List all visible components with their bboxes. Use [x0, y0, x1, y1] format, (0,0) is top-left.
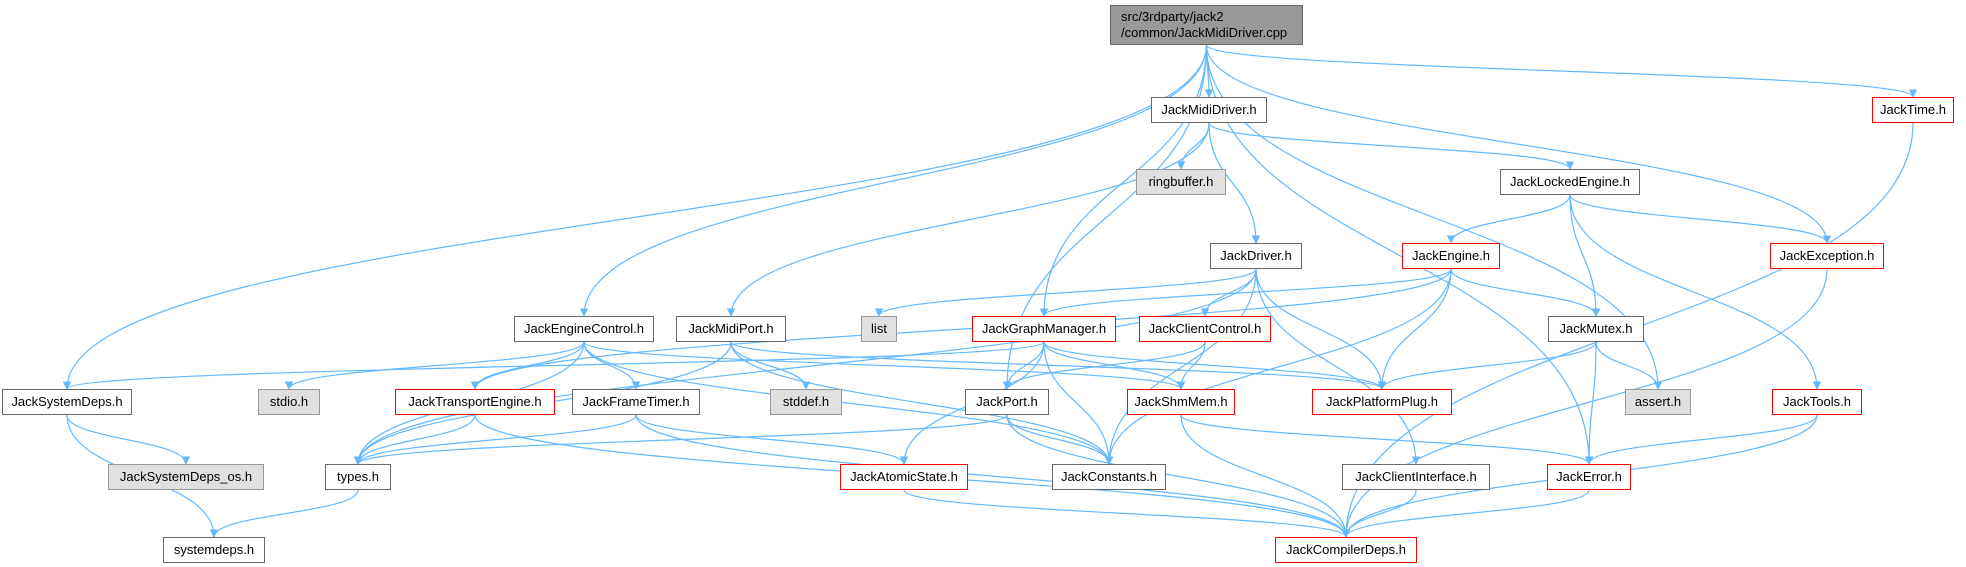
node-jackerror-h[interactable]: JackError.h [1547, 464, 1631, 490]
edge-jackengine-to-jackplatformplug [1377, 268, 1452, 390]
edge-jackmutex-to-assert [1595, 341, 1663, 390]
node-stdio-h[interactable]: stdio.h [258, 389, 320, 415]
edge-jackframetimer-to-jackcompilerdeps [635, 414, 1351, 538]
edge-jackdriver-to-jackplatformplug [1255, 268, 1387, 390]
node-jackcompilerdeps-h[interactable]: JackCompilerDeps.h [1275, 537, 1417, 563]
edge-jackenginecontrol-to-stdio [284, 341, 585, 390]
edge-jackframetimer-to-jackatomicstate [635, 414, 909, 465]
node-jackport-h[interactable]: JackPort.h [965, 389, 1049, 415]
edge-jackport-to-jackcompilerdeps [1006, 414, 1351, 538]
node-jacklockedengine-h[interactable]: JackLockedEngine.h [1500, 169, 1640, 195]
edge-jackmidiport-to-jackplatformplug [730, 341, 1386, 390]
edge-jackatomicstate-to-jackcompilerdeps [903, 489, 1351, 538]
node-jackengine-h[interactable]: JackEngine.h [1402, 243, 1500, 269]
edge-jackdriver-to-types [353, 268, 1257, 465]
edge-jackmididriver-to-jacklockedengine [1208, 122, 1575, 170]
edge-root-to-jackenginecontrol [579, 44, 1208, 317]
edge-jackdriver-to-jackconstants [1104, 268, 1257, 465]
edge-root-to-jackerror [1205, 44, 1594, 465]
edge-root-to-jackexception [1205, 44, 1832, 244]
root-file-node: src/3rdparty/jack2 /common/JackMidiDrive… [1110, 5, 1303, 45]
edge-jackmididriver-to-jackdriver [1208, 122, 1261, 244]
root-file-path-line2: /common/JackMidiDriver.cpp [1121, 25, 1288, 40]
edge-jackshmmem-to-jackcompilerdeps [1180, 414, 1351, 538]
edge-jackmidiport-to-stddef [730, 341, 811, 390]
edge-jackclientcontrol-to-jackshmmem [1176, 341, 1206, 390]
edge-jackmididriver-to-ringbuffer [1176, 122, 1210, 170]
node-jacktime-h[interactable]: JackTime.h [1872, 97, 1954, 123]
edge-jackenginecontrol-to-jackshmmem [583, 341, 1186, 390]
edge-jackmidiport-to-jackconstants [730, 341, 1114, 465]
node-types-h[interactable]: types.h [325, 464, 391, 490]
edge-jackgraphmanager-to-jackshmmem [1043, 341, 1186, 390]
node-jackclientcontrol-h[interactable]: JackClientControl.h [1139, 316, 1271, 342]
edge-jacktransportengine-to-types [353, 414, 476, 465]
edge-jackport-to-jackconstants [1006, 414, 1114, 465]
node-jackatomicstate-h[interactable]: JackAtomicState.h [840, 464, 968, 490]
edge-jackerror-to-jackcompilerdeps [1341, 489, 1590, 538]
node-list[interactable]: list [861, 316, 897, 342]
edge-jackmididriver-to-jackmidiport [726, 122, 1210, 317]
node-jackmididriver-h[interactable]: JackMidiDriver.h [1151, 97, 1267, 123]
edge-jackdriver-to-jackclientinterface [1255, 268, 1421, 465]
edge-jackframetimer-to-types [353, 414, 637, 465]
edge-jacksystemdeps-to-jacksystemdeps-os [66, 414, 191, 465]
edge-jackenginecontrol-to-jackframetimer [583, 341, 641, 390]
node-ringbuffer-h[interactable]: ringbuffer.h [1136, 169, 1226, 195]
node-jackshmmem-h[interactable]: JackShmMem.h [1127, 389, 1235, 415]
edge-jackengine-to-jackgraphmanager [1039, 268, 1452, 317]
node-jackclientinterface-h[interactable]: JackClientInterface.h [1342, 464, 1490, 490]
node-stddef-h[interactable]: stddef.h [770, 389, 842, 415]
edge-jackshmmem-to-jackerror [1180, 414, 1594, 465]
edge-jacklockedengine-to-jackmutex [1569, 194, 1601, 317]
node-jackmutex-h[interactable]: JackMutex.h [1548, 316, 1644, 342]
edge-jacklockedengine-to-jacktools [1569, 194, 1822, 390]
edge-jackgraphmanager-to-jacksystemdeps [63, 341, 1045, 390]
edge-jacktools-to-jackerror [1584, 414, 1818, 465]
edge-jackmutex-to-jackplatformplug [1377, 341, 1597, 390]
edge-jackenginecontrol-to-jacktransportengine [470, 341, 585, 390]
node-jackexception-h[interactable]: JackException.h [1770, 243, 1884, 269]
node-jacksystemdeps-h[interactable]: JackSystemDeps.h [2, 389, 132, 415]
edge-root-to-jackgraphmanager [1039, 44, 1208, 317]
edge-jacklockedengine-to-jackengine [1446, 194, 1571, 244]
edge-jackgraphmanager-to-jackconstants [1043, 341, 1114, 465]
edge-jackport-to-types [354, 414, 1008, 465]
node-jackplatformplug-h[interactable]: JackPlatformPlug.h [1312, 389, 1452, 415]
node-jackframetimer-h[interactable]: JackFrameTimer.h [572, 389, 700, 415]
edge-jackgraphmanager-to-jackplatformplug [1043, 341, 1387, 390]
edge-jackengine-to-jackconstants [1104, 268, 1452, 465]
edge-jackclientcontrol-to-jackport [1002, 341, 1206, 390]
edge-jackmutex-to-jackerror [1584, 341, 1597, 465]
edge-root-to-jacktime [1205, 44, 1917, 98]
node-assert-h[interactable]: assert.h [1625, 389, 1691, 415]
node-jacktransportengine-h[interactable]: JackTransportEngine.h [395, 389, 555, 415]
node-systemdeps-h[interactable]: systemdeps.h [163, 537, 265, 563]
edge-jackdriver-to-jackclientcontrol [1200, 268, 1257, 317]
node-jacksystemdeps-os-h[interactable]: JackSystemDeps_os.h [108, 464, 264, 490]
edge-jacklockedengine-to-jackexception [1569, 194, 1832, 244]
root-file-path-line1: src/3rdparty/jack2 [1121, 9, 1224, 24]
node-jackenginecontrol-h[interactable]: JackEngineControl.h [514, 316, 654, 342]
edge-types-to-systemdeps [209, 489, 359, 538]
edge-jackengine-to-jackmutex [1450, 268, 1601, 317]
edge-jackclientinterface-to-jackcompilerdeps [1341, 489, 1417, 538]
node-jacktools-h[interactable]: JackTools.h [1772, 389, 1862, 415]
edge-jackdriver-to-list [874, 268, 1257, 317]
node-jackgraphmanager-h[interactable]: JackGraphManager.h [972, 316, 1116, 342]
node-jackmidiport-h[interactable]: JackMidiPort.h [676, 316, 786, 342]
edge-root-to-jacksystemdeps [62, 44, 1208, 390]
node-jackconstants-h[interactable]: JackConstants.h [1052, 464, 1166, 490]
node-jackdriver-h[interactable]: JackDriver.h [1210, 243, 1302, 269]
